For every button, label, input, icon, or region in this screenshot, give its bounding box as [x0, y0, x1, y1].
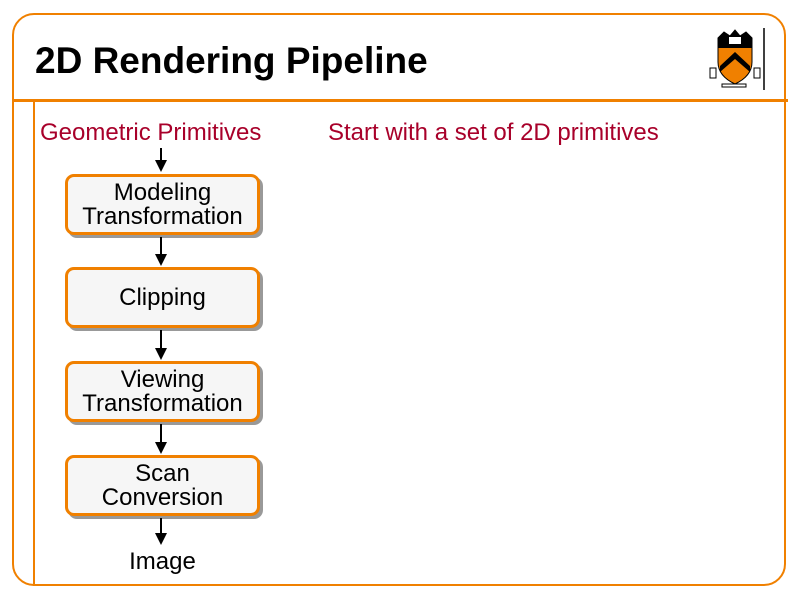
- arrow-down-icon: [155, 424, 167, 454]
- princeton-shield-logo: [709, 28, 765, 90]
- arrow-down-icon: [155, 330, 167, 360]
- stage-line: Conversion: [101, 483, 224, 511]
- stage-description: Start with a set of 2D primitives: [328, 119, 659, 146]
- stage-clipping: Clipping: [65, 267, 260, 328]
- stage-line: Transformation: [82, 389, 243, 417]
- slide-frame: [12, 13, 786, 586]
- stage-line: Viewing: [120, 365, 205, 393]
- stage-line: Transformation: [82, 202, 243, 230]
- arrow-down-icon: [155, 237, 167, 266]
- stage-line: Clipping: [119, 283, 206, 311]
- geometric-primitives-label: Geometric Primitives: [40, 119, 262, 146]
- header-divider: [12, 99, 788, 102]
- output-image-label: Image: [129, 548, 196, 575]
- slide-title: 2D Rendering Pipeline: [35, 40, 428, 81]
- left-margin-line: [33, 100, 35, 586]
- arrow-down-icon: [155, 148, 167, 172]
- stage-line: Scan: [135, 459, 190, 487]
- arrow-down-icon: [155, 518, 167, 545]
- stage-line: Modeling: [113, 178, 212, 206]
